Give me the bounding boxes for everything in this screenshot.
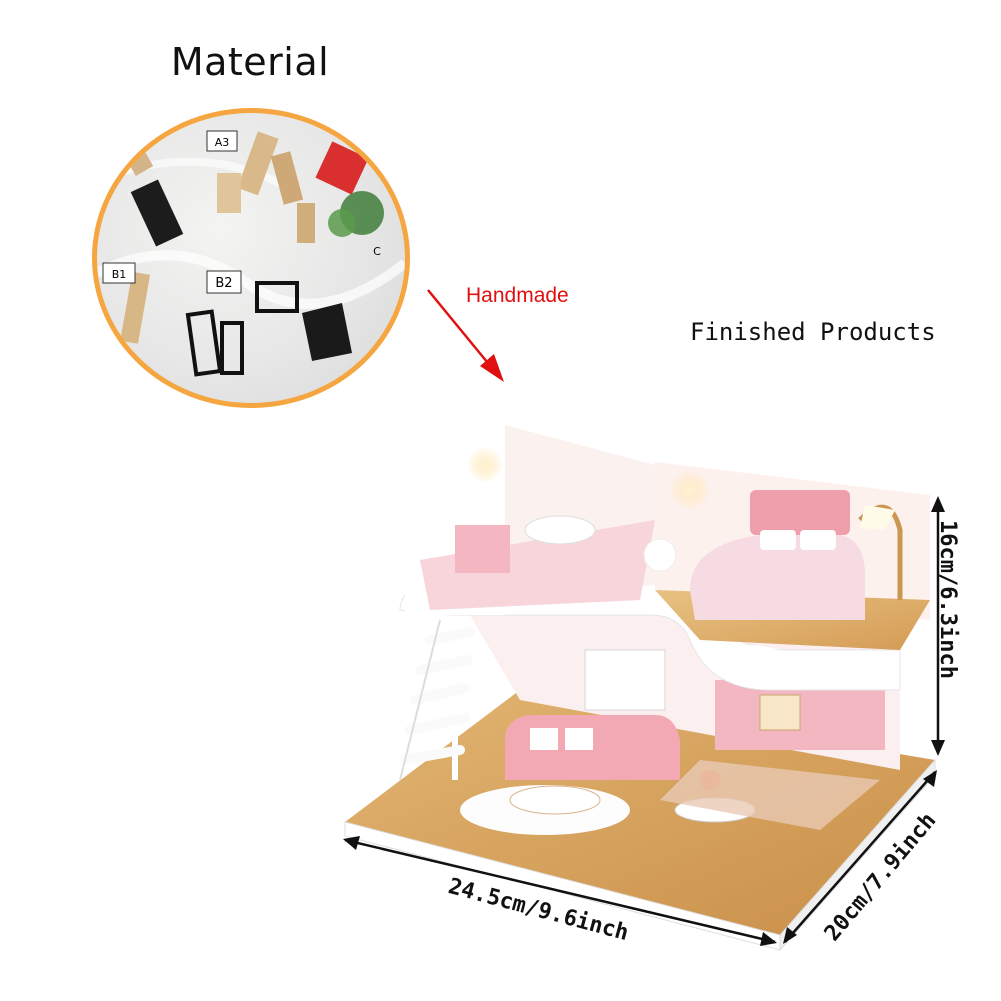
tag-b1: B1 — [102, 262, 136, 284]
bathroom-floor — [420, 520, 655, 610]
piano — [584, 649, 666, 711]
sofa-pillow-2 — [565, 728, 593, 750]
vanity — [455, 525, 510, 573]
tag-b2-text: B2 — [215, 276, 232, 291]
floor-base — [345, 690, 935, 935]
pillow-1 — [760, 530, 796, 550]
bedroom-rug — [707, 645, 783, 665]
tag-c: C — [373, 245, 381, 258]
height-arrow — [931, 496, 945, 756]
spiral-staircase — [399, 619, 475, 781]
arrow-head — [480, 354, 504, 382]
arrow-shaft — [427, 289, 493, 369]
materials-photo: A3 B1 B2 C — [92, 108, 410, 408]
kitchen-rug — [660, 760, 880, 830]
height-dimension: 16cm/6.3inch — [935, 520, 960, 679]
tag-a3: A3 — [206, 130, 238, 152]
headboard — [750, 490, 850, 535]
bedroom-lamp-glow — [670, 470, 710, 510]
bathtub — [524, 515, 596, 545]
tag-b1-text: B1 — [112, 268, 127, 281]
armchair — [643, 538, 677, 572]
bathroom-lamp — [467, 447, 503, 483]
sofa-pillow-1 — [530, 728, 558, 750]
finished-products-heading: Finished Products — [690, 318, 936, 346]
bed — [690, 535, 865, 620]
width-arrow — [343, 836, 777, 946]
coffee-table — [509, 785, 601, 815]
materials-illustration: A3 B1 B2 C — [97, 130, 405, 377]
oven — [759, 694, 801, 731]
tag-a3-text: A3 — [215, 136, 230, 149]
handmade-label: Handmade — [466, 284, 569, 307]
material-heading: Material — [170, 40, 330, 84]
tag-c-text: C — [373, 245, 381, 258]
floor-lamp-shade — [860, 505, 895, 530]
pillow-2 — [800, 530, 836, 550]
tag-b2: B2 — [206, 270, 242, 294]
depth-arrow — [783, 770, 937, 944]
